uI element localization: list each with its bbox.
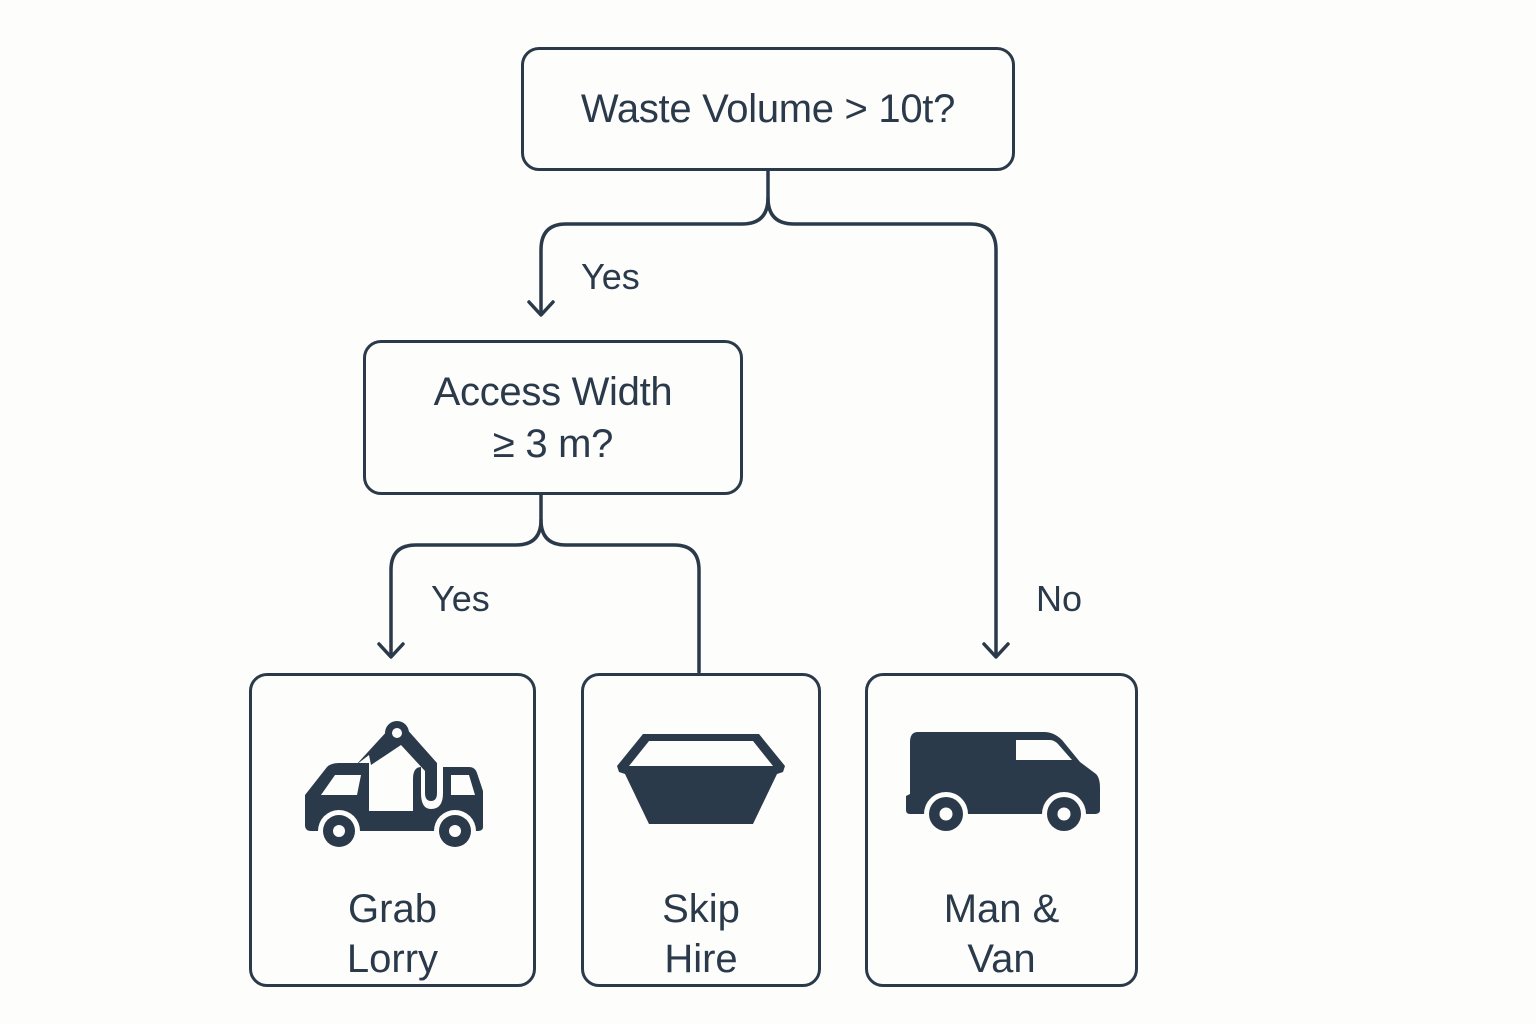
decision-waste-volume-text: Waste Volume > 10t? [580, 87, 956, 131]
connector-access-skip [539, 518, 701, 674]
outcome-grab-lorry-line1: Grab [348, 887, 437, 931]
arrowhead-yes-grab [377, 642, 405, 659]
decision-access-width-line1: Access Width [433, 369, 673, 414]
grab-lorry-icon [301, 704, 485, 860]
connector-waste-no [766, 196, 998, 658]
outcome-man-and-van-line1: Man & [943, 887, 1060, 931]
outcome-grab-lorry-line2: Lorry [346, 937, 439, 981]
edge-label-yes-volume: Yes [581, 256, 640, 297]
outcome-skip-hire-line1: Skip [662, 887, 740, 931]
van-icon [904, 704, 1100, 860]
decision-access-width-line2: ≥ 3 m? [492, 421, 614, 466]
arrowhead-yes-access [527, 300, 555, 317]
arrowhead-no-van [982, 642, 1010, 659]
edge-label-yes-access: Yes [431, 578, 490, 619]
decision-access-width: Access Width ≥ 3 m? [363, 340, 743, 495]
outcome-grab-lorry: Grab Lorry [249, 673, 536, 987]
decision-waste-volume: Waste Volume > 10t? [521, 47, 1015, 171]
skip-icon [615, 704, 787, 860]
outcome-skip-hire-line2: Hire [664, 937, 738, 981]
edge-label-no-volume: No [1036, 578, 1083, 619]
connector-waste-stem [539, 168, 770, 316]
outcome-man-and-van-line2: Van [967, 937, 1036, 981]
connector-access-stem [389, 492, 543, 658]
outcome-man-and-van: Man & Van [865, 673, 1138, 987]
outcome-skip-hire: Skip Hire [581, 673, 821, 987]
